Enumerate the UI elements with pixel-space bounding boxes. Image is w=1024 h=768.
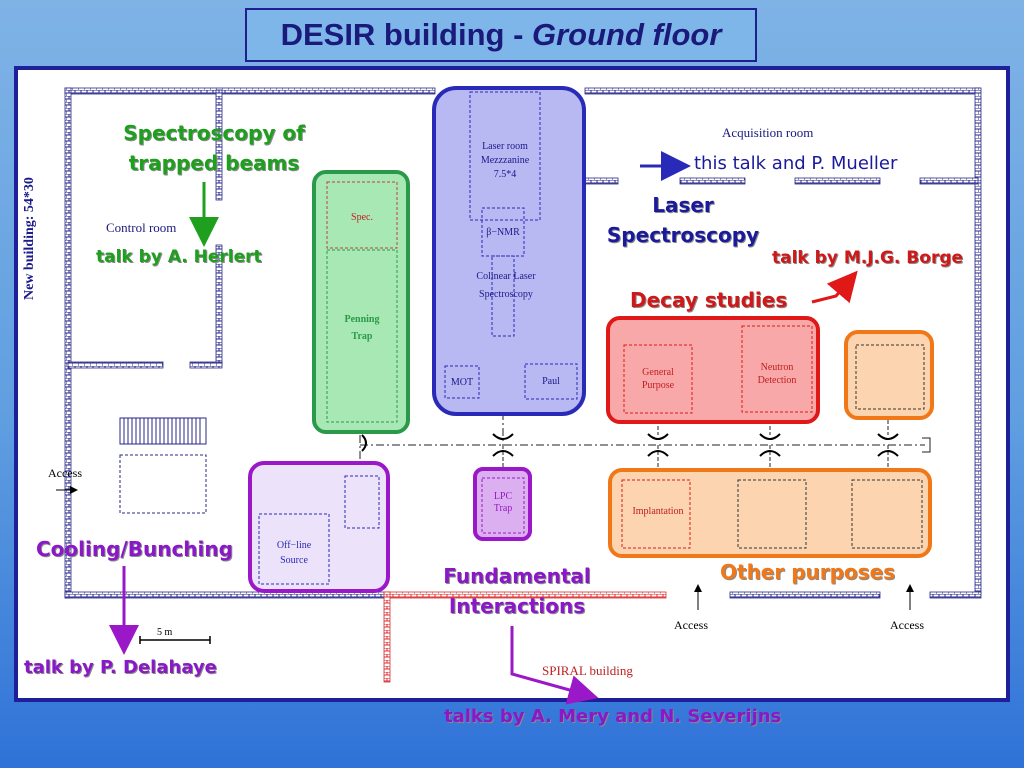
control-room-label: Control room	[106, 220, 177, 235]
red-arrow	[811, 270, 858, 304]
beta-nmr-label: β−NMR	[486, 227, 520, 238]
this-talk-annotation: this talk and P. Mueller	[694, 153, 898, 174]
talk-borge-annotation: talk by M.J.G. Borge	[772, 248, 964, 268]
new-building-label: New building: 54*30	[22, 177, 37, 300]
implantation-label: Implantation	[632, 506, 684, 517]
staircase	[119, 417, 207, 514]
decay-region	[606, 316, 820, 424]
access-bottom-1-label: Access	[674, 618, 708, 632]
mot-label: MOT	[450, 377, 474, 388]
acquisition-room-label: Acquisition room	[722, 125, 814, 140]
title-box: DESIR building - Ground floor	[245, 8, 757, 62]
paul-label: Paul	[542, 376, 560, 387]
spiral-building-label: SPIRAL building	[542, 663, 633, 678]
talks-mery-annotation: talks by A. Mery and N. Severijns	[444, 706, 782, 727]
other-purposes-annotation: Other purposes	[720, 560, 896, 584]
building-walls	[64, 87, 982, 683]
access-bottom-2-label: Access	[890, 618, 924, 632]
scale-label: 5 m	[157, 627, 173, 638]
purple-arrow-fundamental	[510, 626, 599, 705]
lpc-region	[473, 467, 532, 541]
spec-label: Spec.	[351, 212, 373, 223]
decay-studies-annotation: Decay studies	[630, 288, 788, 312]
other-purposes-region	[608, 468, 932, 558]
talk-herlert-annotation: talk by A. Herlert	[96, 247, 262, 267]
page-title: DESIR building - Ground floor	[280, 17, 722, 52]
talk-delahaye-annotation: talk by P. Delahaye	[24, 657, 217, 678]
access-left-label: Access	[48, 466, 82, 480]
cooling-bunching-annotation: Cooling/Bunching	[36, 537, 233, 561]
orange-small-region	[844, 330, 934, 420]
penning-region	[312, 170, 410, 434]
laser-region	[432, 86, 586, 416]
cooling-region	[248, 461, 390, 593]
